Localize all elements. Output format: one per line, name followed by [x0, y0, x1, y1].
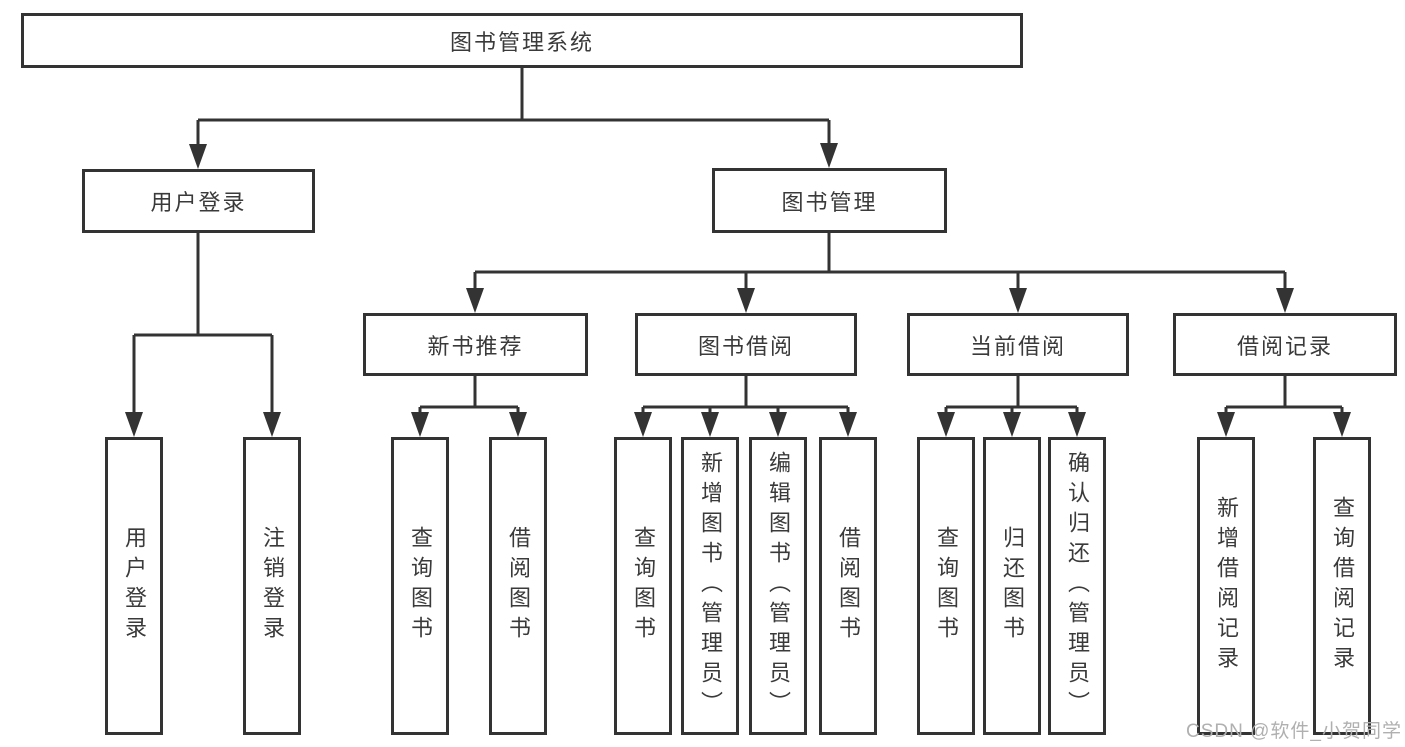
leaf-records-query-record-label: 查询借阅记录 — [1330, 496, 1355, 676]
node-book-borrowing: 图书借阅 — [635, 313, 857, 376]
csdn-watermark: CSDN @软件_小贺同学 — [1186, 721, 1402, 742]
connector-userlogin-to-children — [132, 233, 274, 416]
arrowhead-icon — [466, 288, 484, 313]
connector-bookborrow-to-children — [641, 376, 850, 414]
leaf-borrow-borrow-books: 借阅图书 — [819, 437, 877, 735]
leaf-borrow-query-books: 查询图书 — [614, 437, 672, 735]
arrowhead-icon — [411, 412, 429, 437]
leaf-borrow-edit-books-admin: 编辑图书（管理员） — [749, 437, 807, 735]
leaf-current-return-books: 归还图书 — [983, 437, 1041, 735]
leaf-user-login-label: 用户登录 — [122, 526, 147, 646]
node-borrow-records: 借阅记录 — [1173, 313, 1397, 376]
arrowhead-icon — [839, 412, 857, 437]
connector-borrowrecord-to-children — [1224, 376, 1344, 414]
node-new-book-recommend: 新书推荐 — [363, 313, 588, 376]
arrowhead-icon — [509, 412, 527, 437]
leaf-newrec-query-books: 查询图书 — [391, 437, 449, 735]
leaf-logout: 注销登录 — [243, 437, 301, 735]
leaf-current-confirm-return-admin: 确认归还（管理员） — [1048, 437, 1106, 735]
leaf-records-query-record: 查询借阅记录 — [1313, 437, 1371, 735]
arrowhead-icon — [634, 412, 652, 437]
arrowhead-icon — [263, 412, 281, 437]
node-book-borrowing-label: 图书借阅 — [697, 333, 794, 359]
arrowhead-icon — [1276, 288, 1294, 313]
connector-bookmgmt-to-level3 — [473, 233, 1287, 292]
connector-root-to-level2 — [196, 68, 831, 148]
leaf-current-confirm-return-admin-label: 确认归还（管理员） — [1065, 451, 1090, 721]
node-current-borrowing: 当前借阅 — [907, 313, 1129, 376]
node-user-login-label: 用户登录 — [150, 190, 247, 215]
leaf-newrec-query-books-label: 查询图书 — [408, 526, 433, 646]
leaf-current-query-books-label: 查询图书 — [934, 526, 959, 646]
leaf-borrow-add-books-admin-label: 新增图书（管理员） — [698, 451, 723, 721]
node-root: 图书管理系统 — [21, 13, 1023, 68]
leaf-current-query-books: 查询图书 — [917, 437, 975, 735]
arrowhead-icon — [701, 412, 719, 437]
arrowhead-icon — [1333, 412, 1351, 437]
node-current-borrowing-label: 当前借阅 — [969, 333, 1066, 359]
node-user-login: 用户登录 — [82, 169, 315, 233]
leaf-newrec-borrow-books: 借阅图书 — [489, 437, 547, 735]
connector-newbook-to-children — [418, 376, 520, 414]
leaf-borrow-borrow-books-label: 借阅图书 — [836, 526, 861, 646]
arrowhead-icon — [769, 412, 787, 437]
leaf-borrow-edit-books-admin-label: 编辑图书（管理员） — [766, 451, 791, 721]
leaf-newrec-borrow-books-label: 借阅图书 — [506, 526, 531, 646]
node-book-management: 图书管理 — [712, 168, 947, 233]
arrowhead-icon — [1003, 412, 1021, 437]
leaf-records-add-record: 新增借阅记录 — [1197, 437, 1255, 735]
node-book-management-label: 图书管理 — [781, 189, 878, 215]
leaf-current-return-books-label: 归还图书 — [1000, 526, 1025, 646]
arrowhead-icon — [1068, 412, 1086, 437]
arrowhead-icon — [737, 288, 755, 313]
node-root-label: 图书管理系统 — [449, 29, 594, 55]
arrowhead-icon — [125, 412, 143, 437]
arrowhead-icon — [820, 143, 838, 168]
leaf-borrow-query-books-label: 查询图书 — [631, 526, 656, 646]
leaf-logout-label: 注销登录 — [260, 526, 285, 646]
leaf-records-add-record-label: 新增借阅记录 — [1214, 496, 1239, 676]
connector-currentborrow-to-children — [944, 376, 1079, 414]
node-new-book-recommend-label: 新书推荐 — [427, 333, 524, 359]
leaf-borrow-add-books-admin: 新增图书（管理员） — [681, 437, 739, 735]
node-borrow-records-label: 借阅记录 — [1236, 333, 1333, 359]
arrowhead-icon — [1217, 412, 1235, 437]
leaf-user-login: 用户登录 — [105, 437, 163, 735]
arrowhead-icon — [189, 144, 207, 169]
arrowhead-icon — [1009, 288, 1027, 313]
arrowhead-icon — [937, 412, 955, 437]
